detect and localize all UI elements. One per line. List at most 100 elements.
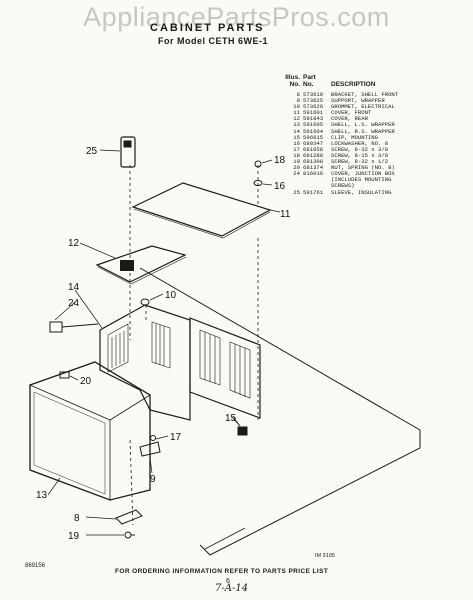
- parts-illus-cell: 25: [293, 188, 300, 196]
- parts-desc-cell: GROMMET, ELECTRICAL: [331, 103, 395, 111]
- ordering-footer: FOR ORDERING INFORMATION REFER TO PARTS …: [115, 568, 329, 575]
- parts-part-cell: 681288: [303, 151, 324, 159]
- callout-9: 9: [150, 474, 156, 485]
- callout-15: 15: [225, 413, 237, 424]
- right-wrapper-shell: [99, 304, 191, 421]
- shell-front-bracket-part: [115, 509, 143, 525]
- callout-14: 14: [68, 282, 80, 293]
- parts-illus-cell: 18: [293, 151, 300, 159]
- header-no: No.: [289, 81, 300, 88]
- parts-desc-cell: SHELL, L.S. WRAPPER: [331, 121, 395, 129]
- parts-part-cell: 591605: [303, 121, 324, 129]
- parts-illus-cell: 14: [293, 127, 300, 135]
- parts-desc-cell: NUT, SPRING (NO. 8): [331, 164, 395, 172]
- callout-13: 13: [36, 490, 48, 501]
- parts-part-cell: 591761: [303, 188, 324, 196]
- parts-desc-cell: COVER, REAR: [331, 115, 368, 123]
- callout-19: 19: [68, 531, 80, 542]
- front-cover-part: [131, 182, 272, 237]
- callout-20: 20: [80, 376, 92, 387]
- diagram-number: IM 9105: [315, 553, 335, 559]
- screw-19-part: [124, 531, 132, 539]
- rear-cover-part: [95, 245, 187, 283]
- header-description: DESCRIPTION: [331, 81, 376, 88]
- parts-illus-cell: 19: [293, 158, 300, 166]
- parts-desc-cell: COVER, FRONT: [331, 109, 372, 117]
- floor-edge: [204, 527, 246, 550]
- header-part-no: No.: [303, 81, 314, 88]
- parts-part-cell: 681308: [303, 158, 324, 166]
- callout-16: 16: [274, 181, 286, 192]
- parts-desc-cell: COVER, JUNCTION BOX: [331, 170, 395, 178]
- parts-part-cell: 680347: [303, 139, 324, 147]
- parts-part-cell: 816016: [303, 170, 324, 178]
- callout-17: 17: [170, 432, 182, 443]
- page-title: CABINET PARTS: [150, 22, 265, 34]
- parts-desc-cell: LOCKWASHER, NO. 8: [331, 139, 389, 147]
- parts-illus-cell: 13: [293, 121, 300, 129]
- figure-number: 869156: [25, 563, 46, 569]
- header-part-top: Part: [303, 74, 316, 81]
- left-wrapper-shell: [29, 361, 151, 501]
- header-illus-top: Illus.: [285, 74, 300, 81]
- insulating-sleeve-part: [120, 136, 136, 168]
- parts-illus-cell: 16: [293, 139, 300, 147]
- callout-12: 12: [68, 238, 80, 249]
- guide-line: [129, 439, 134, 526]
- parts-part-cell: 591601: [303, 109, 324, 117]
- side-panel: [189, 317, 261, 419]
- wrapper-support-part: [139, 441, 161, 457]
- parts-part-cell: 591843: [303, 115, 324, 123]
- callout-24: 24: [68, 298, 80, 309]
- page-subtitle: For Model CETH 6WE-1: [158, 36, 269, 46]
- parts-illus-cell: 24: [293, 170, 300, 178]
- parts-illus-cell: 9: [296, 97, 300, 105]
- parts-illus-cell: 11: [293, 109, 300, 117]
- callout-11: 11: [280, 209, 291, 220]
- parts-header: No. No. DESCRIPTION: [284, 81, 464, 88]
- parts-list-row: SCREWS): [284, 183, 464, 189]
- screw-18-part: [254, 160, 262, 168]
- parts-desc-cell: CLIP, MOUNTING: [331, 133, 378, 141]
- parts-illus-cell: 12: [293, 115, 300, 123]
- right-wrapper-louvers: [107, 321, 171, 373]
- parts-part-cell: 591604: [303, 127, 324, 135]
- floor-outline: [139, 267, 421, 556]
- parts-illus-cell: 17: [293, 145, 300, 153]
- parts-part-cell: 573625: [303, 97, 324, 105]
- parts-desc-cell: SCREWS): [331, 182, 355, 190]
- parts-desc-cell: (INCLUDES MOUNTING: [331, 176, 392, 184]
- parts-part-cell: 573626: [303, 103, 324, 111]
- parts-desc-cell: SLEEVE, INSULATING: [331, 188, 392, 196]
- parts-desc-cell: BRACKET, SHELL FRONT: [331, 91, 399, 98]
- callout-18: 18: [274, 155, 286, 166]
- parts-illus-cell: 15: [293, 133, 300, 141]
- callout-25: 25: [86, 146, 98, 157]
- mounting-clip-part: [237, 426, 248, 436]
- junction-box-cover-part: [49, 321, 63, 333]
- parts-desc-cell: SCREW, 8-15 x 3/8: [331, 151, 389, 159]
- parts-illus-cell: 8: [296, 91, 300, 98]
- spring-nut-part: [59, 371, 70, 379]
- page-number: 6: [226, 578, 230, 585]
- handwritten-note: 7-A-14: [215, 583, 249, 594]
- parts-desc-cell: SHELL, R.S. WRAPPER: [331, 127, 395, 135]
- parts-desc-cell: SUPPORT, WRAPPER: [331, 97, 385, 105]
- parts-illus-cell: 20: [293, 164, 300, 172]
- parts-part-cell: 681058: [303, 145, 324, 153]
